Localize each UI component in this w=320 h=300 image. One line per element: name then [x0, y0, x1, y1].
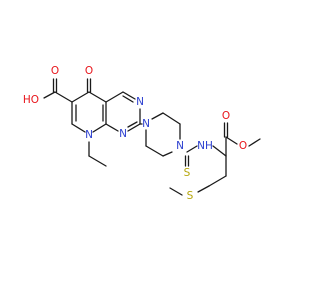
bond — [197, 185, 210, 193]
thioether-sulfur-label: S — [187, 190, 194, 202]
piperazine-nitrogen-left-label: N — [142, 118, 150, 130]
ketone-oxygen-label: O — [85, 65, 93, 77]
bond — [169, 187, 183, 196]
bond — [54, 91, 73, 103]
bond — [186, 145, 198, 153]
bond — [122, 91, 136, 100]
bond — [43, 91, 56, 99]
thiocarbonyl-sulfur-label: S — [184, 167, 191, 179]
bond — [162, 151, 173, 157]
ester-oxygen-label: O — [239, 140, 247, 152]
bond — [127, 121, 138, 128]
bond — [105, 123, 119, 132]
bond — [248, 138, 261, 147]
bond — [71, 123, 86, 133]
ring-nitrogen-n8-label: N — [85, 129, 93, 141]
bond — [151, 112, 164, 120]
molecule-svg: HO O O N N N N N NH S O O S — [23, 65, 261, 202]
acid-carbonyl-oxygen-label: O — [51, 65, 59, 77]
bond — [88, 91, 107, 103]
atom-labels: HO O O N N N N N NH S O O S — [23, 65, 247, 202]
bonds — [43, 78, 261, 196]
bond — [71, 91, 90, 103]
bond — [88, 155, 107, 167]
bond — [162, 112, 181, 125]
bond — [105, 91, 124, 103]
bond — [127, 123, 141, 132]
ring-nitrogen-n3-label: N — [136, 96, 144, 108]
bond — [92, 123, 107, 133]
bond — [122, 95, 134, 103]
bond — [145, 145, 164, 157]
bond — [208, 175, 227, 187]
hydroxyl-label: HO — [23, 94, 39, 106]
ester-carbonyl-oxygen-label: O — [222, 110, 230, 122]
molecule-structure-diagram: HO O O N N N N N NH S O O S — [23, 65, 261, 202]
bond — [212, 145, 227, 157]
ring-nitrogen-n1-label: N — [119, 128, 127, 140]
amide-nh-label: NH — [197, 140, 213, 152]
piperazine-nitrogen-right-label: N — [176, 140, 184, 152]
bond — [225, 136, 238, 145]
